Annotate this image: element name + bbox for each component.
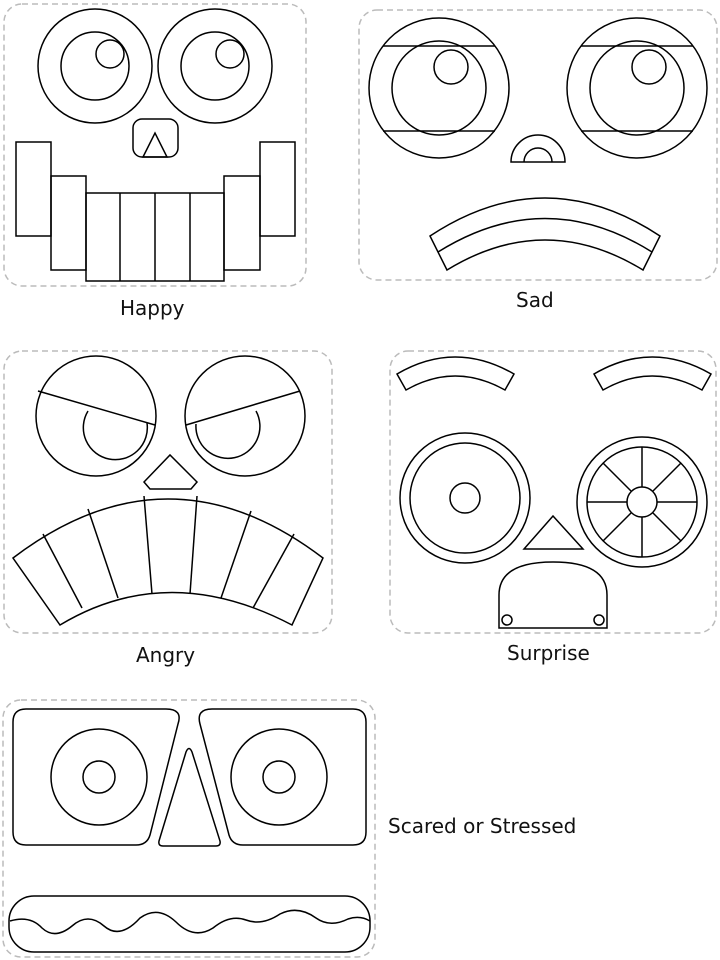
scared-cut-border xyxy=(2,699,376,958)
happy-cut-border xyxy=(3,3,307,287)
scared-right-eye xyxy=(198,708,367,846)
surprise-right-eyebrow xyxy=(592,356,713,392)
sad-label: Sad xyxy=(516,288,554,312)
scared-mouth xyxy=(8,895,371,953)
sad-mouth xyxy=(429,197,661,272)
scared-nose xyxy=(158,747,221,847)
surprise-left-eyebrow xyxy=(395,356,516,392)
surprise-label: Surprise xyxy=(507,641,590,665)
scared-face-panel xyxy=(2,699,376,958)
happy-right-eye xyxy=(157,8,273,124)
happy-label: Happy xyxy=(120,296,185,320)
happy-mouth xyxy=(15,141,296,282)
sad-cut-border xyxy=(358,9,718,281)
sad-nose xyxy=(510,134,566,163)
angry-label: Angry xyxy=(136,643,196,667)
angry-right-eye xyxy=(184,355,306,477)
angry-left-eye xyxy=(35,355,157,477)
surprise-right-eye xyxy=(576,436,708,568)
happy-face-panel xyxy=(3,3,307,287)
scared-left-eye xyxy=(12,708,180,846)
sad-face-panel xyxy=(358,9,718,281)
scared-label: Scared or Stressed xyxy=(388,814,577,838)
surprise-cut-border xyxy=(389,350,717,634)
sad-left-eye xyxy=(368,17,510,159)
angry-mouth xyxy=(11,495,324,627)
surprise-nose xyxy=(522,514,585,550)
sad-right-eye xyxy=(566,17,708,159)
angry-face-panel xyxy=(3,350,333,634)
surprise-face-panel xyxy=(389,350,717,634)
angry-cut-border xyxy=(3,350,333,634)
happy-nose xyxy=(132,118,179,158)
angry-nose xyxy=(142,453,199,490)
surprise-left-eye xyxy=(399,432,531,564)
surprise-mouth xyxy=(498,561,608,629)
happy-left-eye xyxy=(37,8,153,124)
